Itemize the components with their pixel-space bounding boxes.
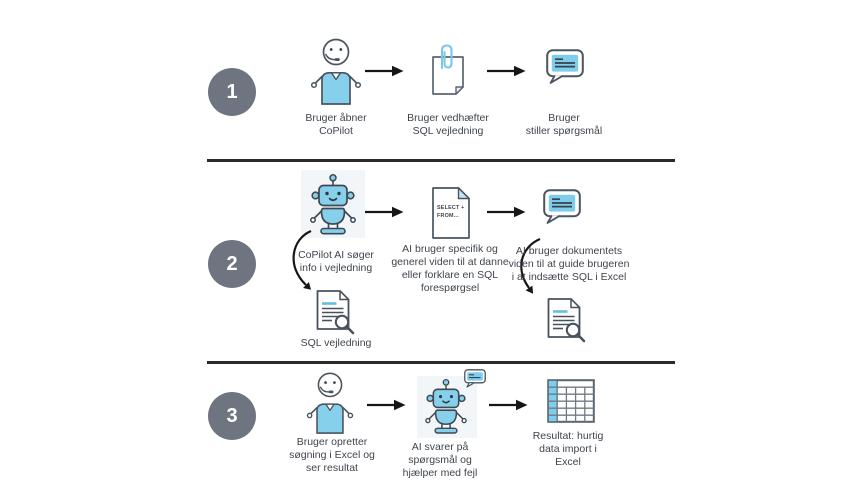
document-search-icon <box>547 298 586 343</box>
label-line: stiller spørgsmål <box>525 124 603 137</box>
step1-label-attach-guide: Bruger vedhæfter SQL vejledning <box>363 112 533 138</box>
label-line: eller forklare en SQL <box>401 268 499 281</box>
arrow-right-icon <box>489 399 528 411</box>
step-number: 3 <box>226 404 238 427</box>
label-line: generel viden til at danne <box>391 255 509 268</box>
chat-bubble-icon <box>546 49 584 84</box>
step-2-badge: 2 <box>208 240 256 288</box>
step2-label-ai-generates-sql: AI bruger specifik og generel viden til … <box>365 243 535 295</box>
step3-label-ai-answers: AI svarer på spørgsmål og hjælper med fe… <box>355 441 525 480</box>
step-3-badge: 3 <box>208 392 256 440</box>
label-line: Resultat: hurtig <box>532 430 604 442</box>
step3-label-result-import: Resultat: hurtig data import i Excel <box>483 430 653 469</box>
label-line: viden til at guide brugeren <box>508 257 630 270</box>
step2-sublabel-sql-guide: SQL vejledning <box>251 337 421 350</box>
user-headset-icon <box>310 38 362 105</box>
spreadsheet-icon <box>547 379 595 423</box>
robot-icon <box>310 174 356 235</box>
step-number: 2 <box>226 252 238 275</box>
label-line: CoPilot <box>319 124 353 137</box>
chat-bubble-icon <box>464 369 486 388</box>
arrow-right-icon <box>367 399 406 411</box>
label-line: Bruger opretter <box>296 436 368 448</box>
label-line: AI bruger specifik og <box>402 243 498 255</box>
label-line: ser resultat <box>306 461 358 474</box>
robot-icon <box>425 378 467 434</box>
label-line: forespørgsel <box>420 281 480 294</box>
curved-arrow-down-icon <box>520 237 541 294</box>
doc-text-line: SELECT + <box>437 205 465 211</box>
label-line: Bruger <box>548 112 580 124</box>
label-line: SQL vejledning <box>412 124 484 137</box>
step-number: 1 <box>226 80 238 103</box>
step2-label-ai-searches: CoPilot AI søger info i vejledning <box>251 249 421 275</box>
label-line: CoPilot AI søger <box>298 249 374 261</box>
curved-arrow-down-icon <box>292 229 312 290</box>
arrow-right-icon <box>365 65 404 77</box>
step1-label-open-copilot: Bruger åbner CoPilot <box>251 112 421 138</box>
sql-query-document-icon: SELECT + FROM... <box>432 187 470 239</box>
label-line: AI svarer på <box>411 441 469 453</box>
label-line: Bruger åbner <box>305 112 367 124</box>
arrow-right-icon <box>365 206 404 218</box>
arrow-right-icon <box>487 65 526 77</box>
label-line: spørgsmål og <box>408 453 472 466</box>
label-line: info i vejledning <box>299 261 373 274</box>
label-line: i at indsætte SQL i Excel <box>511 270 627 283</box>
step-1-badge: 1 <box>208 68 256 116</box>
arrow-right-icon <box>487 206 526 218</box>
attachment-document-icon <box>432 44 464 95</box>
label-line: data import i <box>539 442 597 455</box>
label-line: SQL vejledning <box>300 337 372 349</box>
document-search-icon <box>316 290 355 335</box>
step1-label-ask-question: Bruger stiller spørgsmål <box>479 112 649 138</box>
chat-bubble-icon <box>543 189 581 224</box>
label-line: Bruger vedhæfter <box>407 112 489 124</box>
label-line: Excel <box>555 455 581 468</box>
user-headset-icon <box>306 372 354 434</box>
label-line: AI bruger dokumentets <box>515 245 623 257</box>
separator-line <box>207 159 675 162</box>
step3-label-user-search-excel: Bruger opretter søgning i Excel og ser r… <box>247 436 417 475</box>
separator-line <box>207 361 675 364</box>
step2-label-ai-guides-user: AI bruger dokumentets viden til at guide… <box>484 245 654 284</box>
label-line: søgning i Excel og <box>289 448 375 461</box>
doc-text-line: FROM... <box>437 213 459 219</box>
label-line: hjælper med fejl <box>402 466 478 479</box>
